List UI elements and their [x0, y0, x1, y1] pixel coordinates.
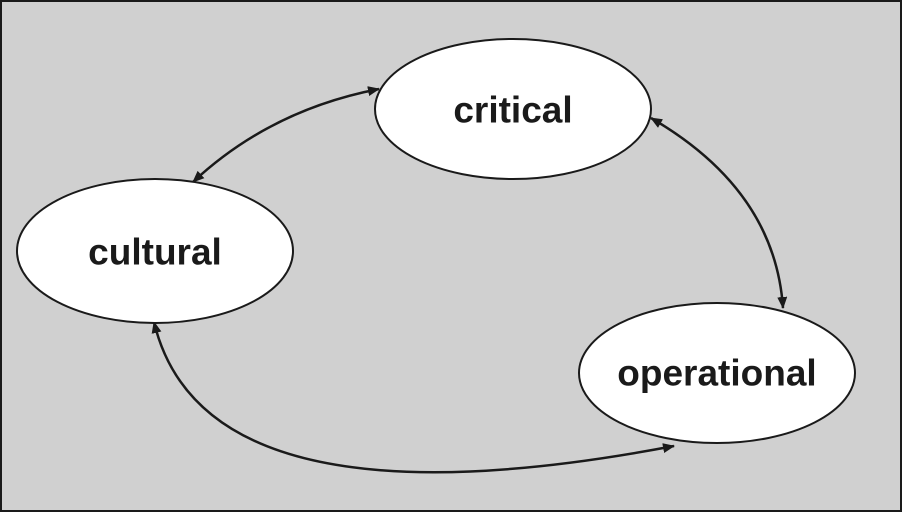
node-critical-label: critical	[453, 90, 572, 131]
edge-critical-operational	[650, 116, 788, 309]
edge-critical-cultural	[192, 86, 380, 183]
node-operational-label: operational	[617, 353, 816, 394]
node-cultural-label: cultural	[88, 232, 222, 273]
node-critical: critical	[374, 38, 652, 180]
node-operational: operational	[578, 302, 856, 444]
node-cultural-shape	[16, 178, 294, 324]
node-cultural: cultural	[16, 178, 294, 324]
edge-cultural-operational	[151, 321, 675, 474]
node-critical-shape	[374, 38, 652, 180]
node-operational-shape	[578, 302, 856, 444]
